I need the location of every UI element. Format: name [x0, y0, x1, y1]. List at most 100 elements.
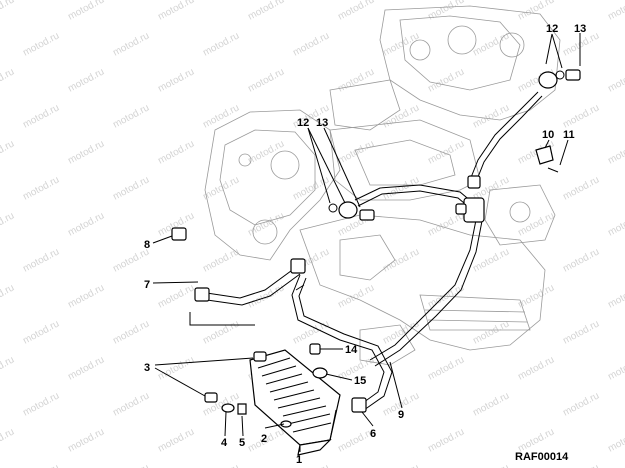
- watermark-text: motod.ru: [111, 390, 151, 418]
- watermark-text: motod.ru: [381, 30, 421, 58]
- watermark-text: motod.ru: [426, 138, 466, 166]
- watermark-text: motod.ru: [201, 318, 241, 346]
- watermark-text: motod.ru: [111, 174, 151, 202]
- watermark-text: motod.ru: [21, 174, 61, 202]
- watermark-text: motod.ru: [201, 30, 241, 58]
- callout-8: 8: [144, 239, 150, 251]
- watermark-text: motod.ru: [66, 138, 106, 166]
- watermark-text: motod.ru: [201, 462, 241, 468]
- watermark-text: motod.ru: [0, 426, 16, 454]
- watermark-text: motod.ru: [21, 390, 61, 418]
- oil-hose-7: [194, 258, 306, 306]
- watermark-text: motod.ru: [66, 426, 106, 454]
- callout-3: 3: [144, 362, 150, 374]
- watermark-text: motod.ru: [66, 354, 106, 382]
- watermark-text: motod.ru: [156, 0, 196, 23]
- watermark-text: motod.ru: [606, 138, 625, 166]
- watermark-text: motod.ru: [471, 390, 511, 418]
- watermark-text: motod.ru: [156, 138, 196, 166]
- oil-cooler: [249, 349, 341, 456]
- callout-12: 12: [297, 117, 309, 129]
- oil-hose-upper: [354, 91, 543, 223]
- watermark-text: motod.ru: [156, 354, 196, 382]
- watermark-text: motod.ru: [336, 0, 376, 23]
- oil-hose-9: [369, 219, 483, 367]
- watermark-text: motod.ru: [21, 462, 61, 468]
- callout-6: 6: [370, 428, 376, 440]
- watermark-text: motod.ru: [606, 66, 625, 94]
- watermark-text: motod.ru: [381, 102, 421, 130]
- watermark-text: motod.ru: [0, 66, 16, 94]
- watermark-text: motod.ru: [471, 102, 511, 130]
- watermark-text: motod.ru: [66, 0, 106, 23]
- callout-4: 4: [221, 437, 228, 449]
- callout-numbers: 1 2 3 4 5 6 7 8 9 10 11 12 13 14 15 12 1…: [144, 23, 586, 466]
- watermark-text: motod.ru: [426, 426, 466, 454]
- watermark-text: motod.ru: [0, 0, 16, 23]
- watermark-text: motod.ru: [516, 354, 556, 382]
- watermark-text: motod.ru: [336, 66, 376, 94]
- watermark-text: motod.ru: [561, 462, 601, 468]
- watermark-text: motod.ru: [606, 354, 625, 382]
- watermark-text: motod.ru: [561, 390, 601, 418]
- watermark-text: motod.ru: [471, 246, 511, 274]
- callout-15: 15: [354, 375, 366, 387]
- watermark-text: motod.ru: [111, 318, 151, 346]
- callout-13-top: 13: [574, 23, 586, 35]
- watermark-text: motod.ru: [426, 0, 466, 23]
- leader-lines: [152, 33, 581, 452]
- watermark-text: motod.ru: [66, 282, 106, 310]
- watermark-text: motod.ru: [201, 246, 241, 274]
- watermark-text: motod.ru: [21, 30, 61, 58]
- watermark-text: motod.ru: [21, 318, 61, 346]
- watermark-text: motod.ru: [111, 462, 151, 468]
- watermark-text: motod.ru: [471, 318, 511, 346]
- engine-block-drawing: [204, 5, 561, 366]
- watermark-text: motod.ru: [426, 66, 466, 94]
- watermark-text: motod.ru: [246, 138, 286, 166]
- watermark-text: motod.ru: [66, 66, 106, 94]
- watermark-text: motod.ru: [246, 282, 286, 310]
- callout-2: 2: [261, 433, 267, 445]
- cooler-fittings: [204, 351, 292, 428]
- watermark-text: motod.ru: [381, 246, 421, 274]
- watermark-text: motod.ru: [381, 174, 421, 202]
- oil-hose-6: [291, 274, 393, 413]
- watermark-text: motod.ru: [156, 66, 196, 94]
- watermark-text: motod.ru: [336, 282, 376, 310]
- callout-14: 14: [345, 344, 358, 356]
- callout-1: 1: [296, 454, 302, 466]
- watermark-text: motod.ru: [0, 354, 16, 382]
- watermark-text: motod.ru: [516, 0, 556, 23]
- watermark-text: motod.ru: [426, 210, 466, 238]
- watermark-text: motod.ru: [0, 282, 16, 310]
- callout-7: 7: [144, 279, 150, 291]
- watermark-text: motod.ru: [246, 210, 286, 238]
- watermark-text: motod.ru: [156, 426, 196, 454]
- watermark-text: motod.ru: [606, 210, 625, 238]
- watermark-text: motod.ru: [21, 246, 61, 274]
- watermark-text: motod.ru: [291, 30, 331, 58]
- watermark-text: motod.ru: [606, 0, 625, 23]
- watermark-text: motod.ru: [426, 354, 466, 382]
- watermark-text: motod.ru: [111, 30, 151, 58]
- callout-13: 13: [316, 117, 328, 129]
- watermark-text: motod.ru: [561, 318, 601, 346]
- watermark-text: motod.ru: [246, 0, 286, 23]
- watermark-text: motod.ru: [606, 426, 625, 454]
- watermark-text: motod.ru: [0, 138, 16, 166]
- watermark-text: motod.ru: [111, 102, 151, 130]
- watermark-text: motod.ru: [561, 174, 601, 202]
- callout-10: 10: [542, 129, 554, 141]
- watermark-text: motod.ru: [516, 210, 556, 238]
- callout-5: 5: [239, 437, 245, 449]
- watermark-text: motod.ru: [0, 210, 16, 238]
- watermark-text: motod.ru: [156, 282, 196, 310]
- watermark-text: motod.ru: [381, 318, 421, 346]
- watermark-text: motod.ru: [381, 462, 421, 468]
- watermark-text: motod.ru: [471, 462, 511, 468]
- watermark-text: motod.ru: [21, 102, 61, 130]
- callout-11: 11: [563, 129, 575, 141]
- watermark-text: motod.ru: [246, 66, 286, 94]
